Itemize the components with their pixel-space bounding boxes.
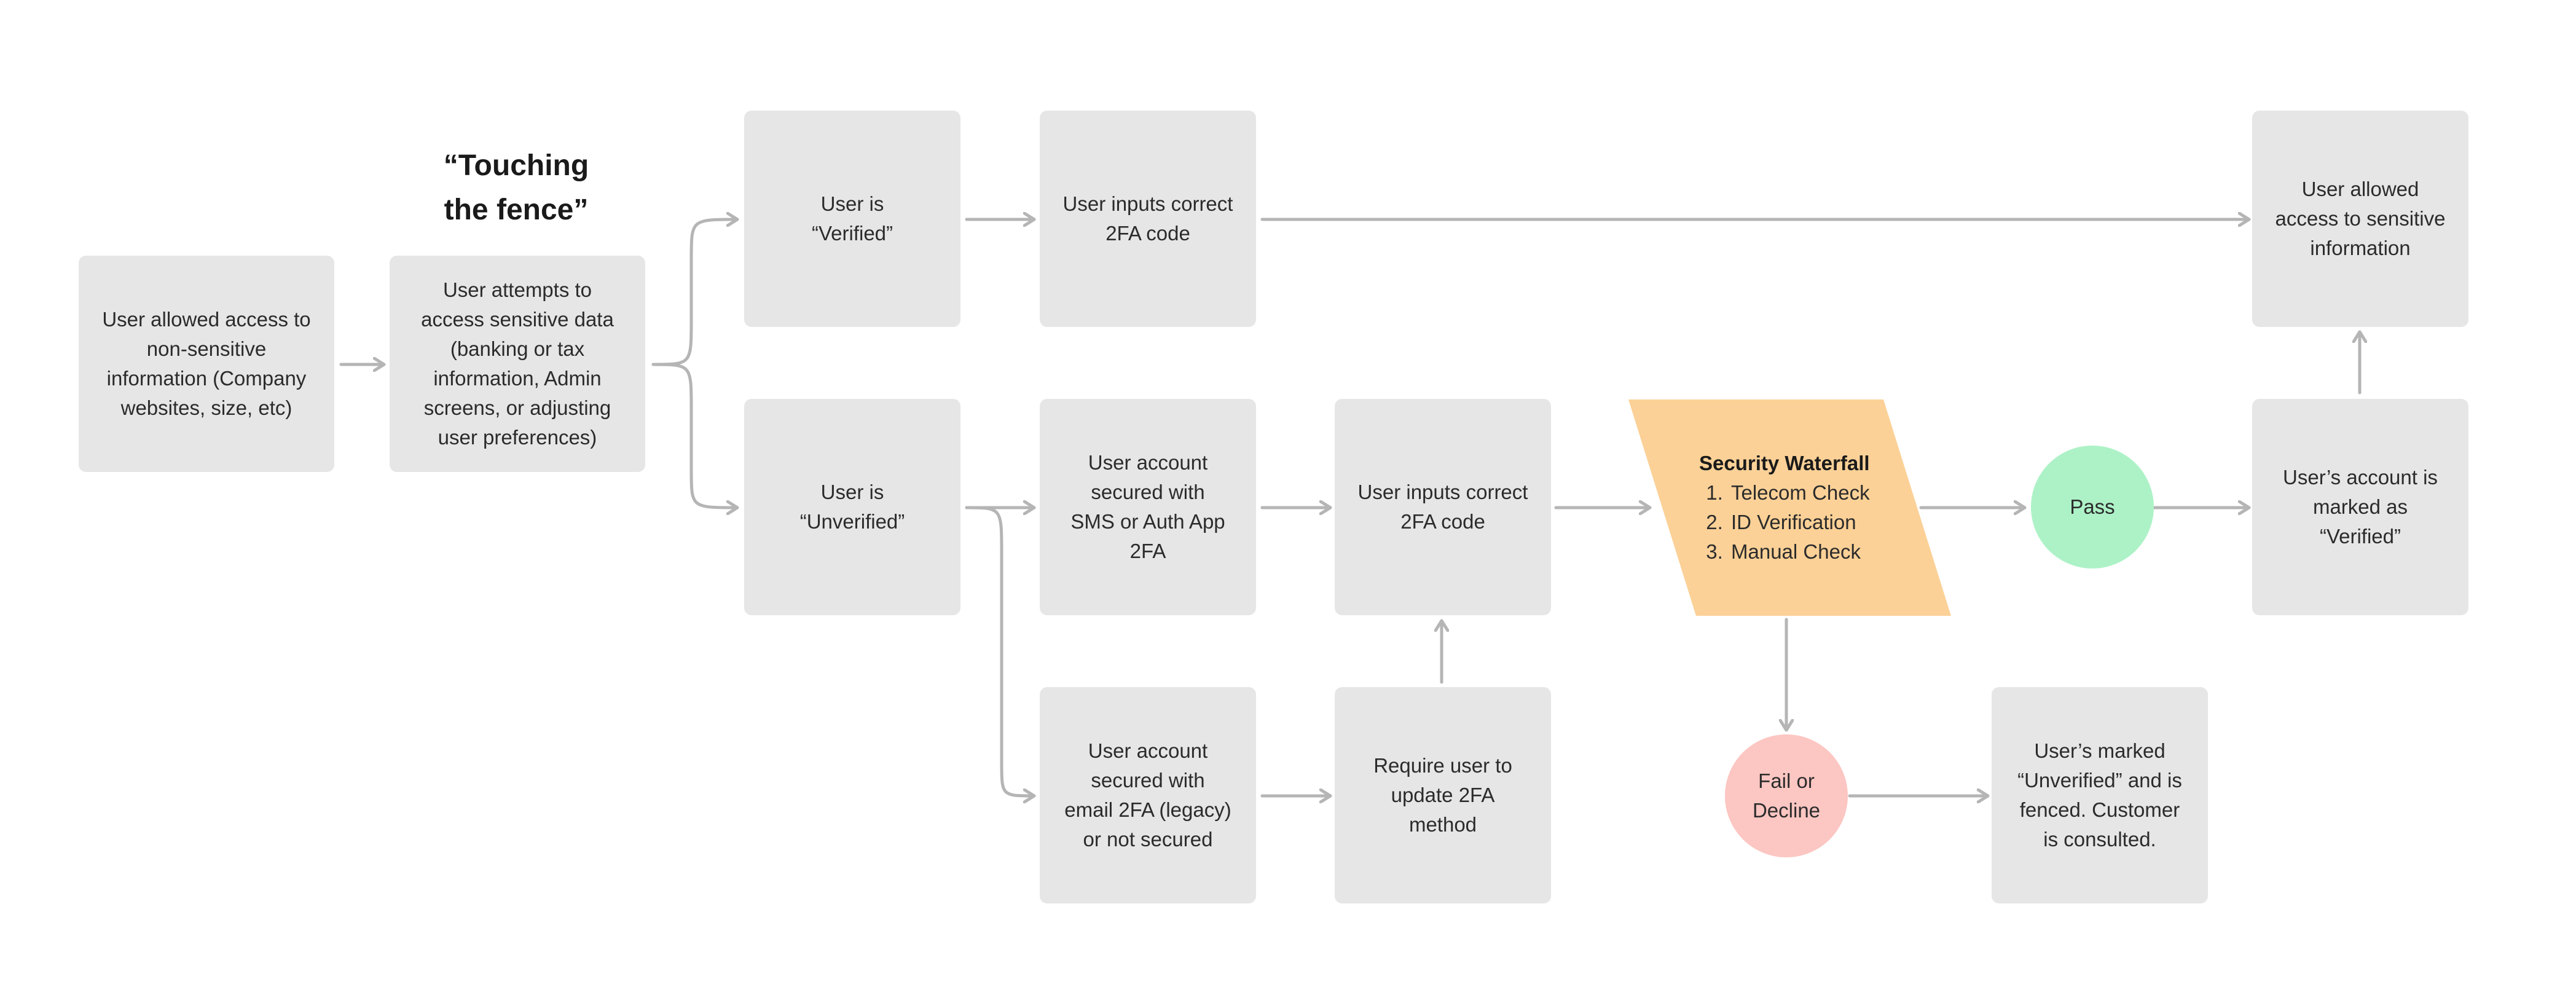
node-fail-label: Fail or Decline [1752,769,1821,822]
arrow-attempts-to-unverified [651,363,739,508]
node-inputs-2fa-mid-label: User inputs correct 2FA code [1357,481,1528,533]
node-allowed-nonsensitive-label: User allowed access to non-sensitive inf… [102,308,311,419]
node-user-verified-label: User is “Verified” [811,192,893,245]
touching-the-fence-title: “Touching the fence” [443,149,589,226]
node-require-update: Require user to update 2FA method [1335,687,1551,903]
node-marked-unverified: User’s marked “Unverified” and is fenced… [1992,687,2208,903]
security-waterfall-shape [1628,399,1951,616]
security-waterfall-steps: Telecom Check ID Verification Manual Che… [1699,478,1896,567]
node-secured-email-label: User account secured with email 2FA (leg… [1064,739,1231,851]
arrow-attempts-to-verified [651,219,739,366]
node-inputs-2fa-top: User inputs correct 2FA code [1040,111,1256,327]
node-marked-unverified-label: User’s marked “Unverified” and is fenced… [2017,739,2182,851]
node-attempts-sensitive: User attempts to access sensitive data (… [390,256,645,472]
node-pass: Pass [2031,446,2154,568]
node-allowed-sensitive: User allowed access to sensitive informa… [2252,111,2468,327]
node-fail-or-decline: Fail or Decline [1725,734,1848,857]
security-waterfall: Security Waterfall Telecom Check ID Veri… [1699,430,1896,585]
arrow-unverified-to-email [965,506,1036,796]
waterfall-step-manual: Manual Check [1729,537,1896,567]
security-waterfall-title: Security Waterfall [1699,452,1870,474]
node-allowed-sensitive-label: User allowed access to sensitive informa… [2275,178,2446,259]
node-secured-email: User account secured with email 2FA (leg… [1040,687,1256,903]
node-user-verified: User is “Verified” [744,111,960,327]
node-marked-verified: User’s account is marked as “Verified” [2252,399,2468,615]
node-allowed-nonsensitive: User allowed access to non-sensitive inf… [79,256,334,472]
node-marked-verified-label: User’s account is marked as “Verified” [2283,466,2438,548]
node-pass-label: Pass [2070,495,2115,518]
node-secured-sms-label: User account secured with SMS or Auth Ap… [1070,451,1225,562]
node-user-unverified-label: User is “Unverified” [799,481,905,533]
waterfall-step-id: ID Verification [1729,508,1896,537]
node-attempts-sensitive-label: User attempts to access sensitive data (… [421,278,614,449]
waterfall-step-telecom: Telecom Check [1729,478,1896,508]
node-require-update-label: Require user to update 2FA method [1373,754,1512,836]
node-inputs-2fa-mid: User inputs correct 2FA code [1335,399,1551,615]
node-inputs-2fa-top-label: User inputs correct 2FA code [1062,192,1233,245]
node-user-unverified: User is “Unverified” [744,399,960,615]
node-secured-sms: User account secured with SMS or Auth Ap… [1040,399,1256,615]
